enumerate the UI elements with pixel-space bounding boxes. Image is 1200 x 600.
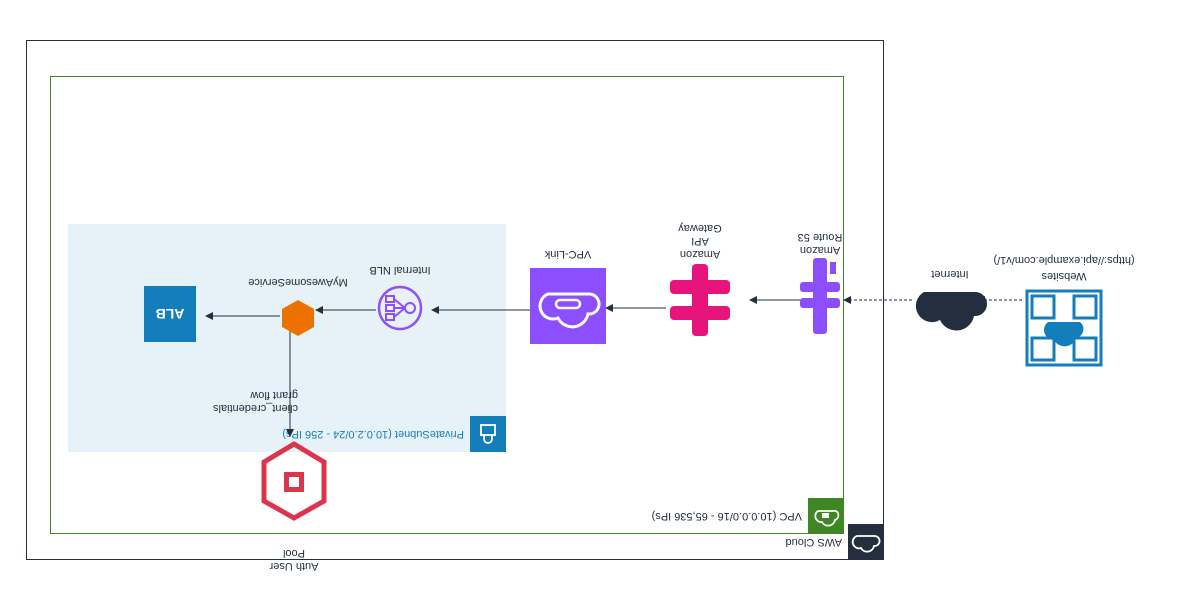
internet-cloud-icon — [915, 292, 988, 331]
route53-label: Amazon Route 53 — [797, 231, 843, 256]
api-gateway-icon — [670, 264, 730, 336]
websites-label: Websites — [1041, 270, 1087, 282]
vpc-link-node — [530, 268, 606, 344]
internet-node — [910, 282, 990, 338]
subnet-lock-icon — [470, 416, 506, 452]
service-node — [280, 298, 316, 338]
load-balancer-icon — [377, 285, 423, 331]
vpc-label: VPC (10.0.0.0/16 - 65,536 IPs) — [651, 510, 802, 522]
vpc-link-icon — [538, 292, 601, 329]
alb-node: ALB — [144, 286, 196, 342]
route53-node — [796, 256, 844, 336]
aws-cloud-icon — [848, 524, 884, 560]
private-subnet-group — [68, 224, 506, 452]
service-label: MyAwesomeService — [248, 276, 348, 288]
api-gateway-node — [664, 260, 736, 340]
websites-icon — [1025, 289, 1103, 367]
cognito-icon — [261, 441, 327, 521]
vpc-link-label: VPC-Link — [544, 248, 592, 260]
user-pool-label: Auth User Pool — [269, 547, 319, 572]
user-pool-node — [258, 438, 330, 522]
internal-nlb-node — [376, 284, 424, 332]
route53-icon — [800, 258, 840, 334]
internal-nlb-label: Internal NLB — [369, 264, 431, 276]
websites-node — [1024, 288, 1104, 368]
api-gateway-label: Amazon API Gateway — [678, 222, 722, 260]
aws-cloud-label: AWS Cloud — [785, 536, 842, 548]
alb-label: ALB — [155, 306, 185, 322]
vpc-icon — [808, 498, 844, 534]
service-icon — [282, 300, 314, 336]
client-flow-label: client_credentials grant flow — [213, 389, 298, 414]
internet-label: Internet — [931, 268, 969, 280]
websites-url-label: (https://api.example.com/v1/) — [993, 254, 1135, 266]
